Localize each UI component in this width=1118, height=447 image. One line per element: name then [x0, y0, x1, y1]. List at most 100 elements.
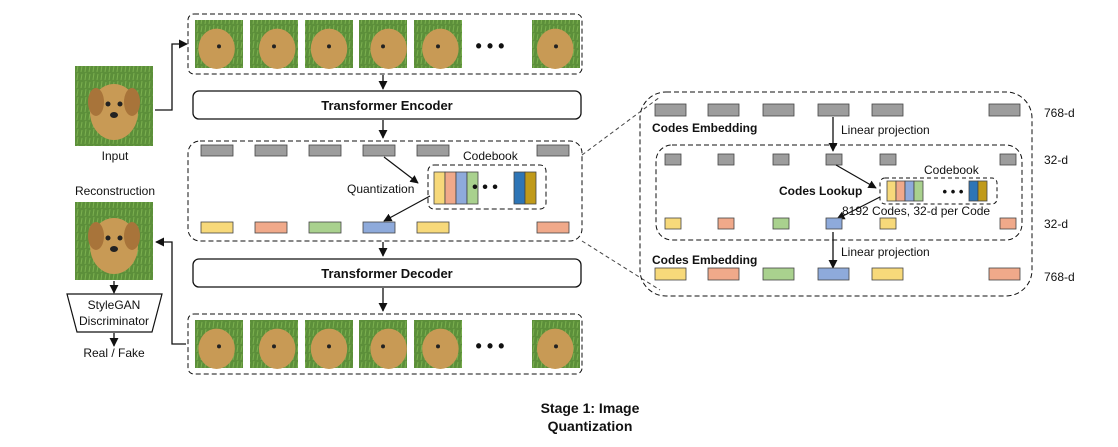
detail-outer-box — [639, 91, 1033, 297]
lookup-out-arrow — [836, 196, 881, 220]
output-embedding — [988, 267, 1021, 281]
codebook-entry — [455, 171, 468, 205]
patches-to-recon-arrow — [155, 237, 186, 345]
embedding-token — [817, 103, 850, 117]
detail-codebook-label: Codebook — [924, 163, 980, 177]
embedding-token — [762, 103, 795, 117]
image-patch — [414, 320, 462, 369]
encoded-tokens — [200, 144, 570, 157]
real-fake-label: Real / Fake — [83, 346, 145, 360]
projected-token — [879, 153, 897, 166]
discriminator-line1: StyleGAN — [88, 298, 141, 312]
image-patch — [532, 320, 580, 369]
discriminator-line2: Discriminator — [79, 314, 149, 328]
detail-projected-tokens — [664, 153, 1017, 166]
gray-token — [362, 144, 396, 157]
detail-codebook-ellipsis: • • • — [943, 184, 964, 199]
input-image — [75, 66, 153, 146]
code-token — [825, 217, 843, 230]
code-token — [362, 221, 396, 234]
transformer-decoder-label: Transformer Decoder — [321, 266, 453, 281]
codes-info-label: 8192 Codes, 32-d per Code — [842, 204, 990, 218]
codebook-entry — [466, 171, 479, 205]
input-to-patches-arrow — [155, 39, 188, 111]
codebook-entry — [913, 180, 924, 202]
code-token — [536, 221, 570, 234]
output-patches — [195, 320, 580, 369]
input-patches-ellipsis: • • • — [476, 36, 505, 56]
detail-codebook-box — [879, 177, 998, 205]
embedding-token — [654, 103, 687, 117]
code-token — [416, 221, 450, 234]
center-codebook-box — [427, 164, 547, 210]
dim-32-top: 32-d — [1044, 153, 1068, 167]
image-patch — [359, 20, 407, 69]
codebook-entry — [968, 180, 979, 202]
codebook-to-code-arrow — [383, 195, 431, 222]
gray-token — [308, 144, 342, 157]
image-patch — [414, 20, 462, 69]
discriminator-box — [66, 293, 163, 333]
image-patch — [250, 320, 298, 369]
token-to-codebook-arrow — [383, 156, 419, 184]
transformer-encoder-label: Transformer Encoder — [321, 98, 453, 113]
output-embedding — [871, 267, 904, 281]
center-codebook-entries — [433, 171, 479, 205]
code-token — [254, 221, 288, 234]
detail-embedding-tokens — [654, 103, 1021, 117]
projected-token — [825, 153, 843, 166]
codebook-entry — [895, 180, 906, 202]
image-patch — [305, 320, 353, 369]
dim-768-bottom: 768-d — [1044, 270, 1075, 284]
code-token — [772, 217, 790, 230]
codebook-entry — [524, 171, 537, 205]
image-patch — [359, 320, 407, 369]
projected-token — [664, 153, 682, 166]
projected-token — [772, 153, 790, 166]
quantized-tokens — [200, 221, 570, 234]
codes-embedding-top-label: Codes Embedding — [652, 121, 757, 135]
code-token — [664, 217, 682, 230]
codebook-entry — [433, 171, 446, 205]
detail-codebook-tail — [968, 180, 988, 202]
code-token — [879, 217, 897, 230]
dim-768-top: 768-d — [1044, 106, 1075, 120]
gray-token — [200, 144, 234, 157]
gray-token — [254, 144, 288, 157]
reconstruction-label: Reconstruction — [75, 184, 155, 198]
detail-output-embeddings — [654, 267, 1021, 281]
codebook-entry — [513, 171, 526, 205]
projected-token — [999, 153, 1017, 166]
dim-32-bottom: 32-d — [1044, 217, 1068, 231]
output-embedding — [817, 267, 850, 281]
quantization-label: Quantization — [347, 182, 414, 196]
codebook-entry — [904, 180, 915, 202]
codebook-entry — [444, 171, 457, 205]
projected-token — [717, 153, 735, 166]
code-token — [200, 221, 234, 234]
image-patch — [195, 20, 243, 69]
codebook-entry — [886, 180, 897, 202]
center-codebook-tail — [513, 171, 537, 205]
output-embedding — [654, 267, 687, 281]
quantization-box — [187, 140, 583, 242]
caption-line1: Stage 1: Image — [541, 400, 640, 416]
code-token — [999, 217, 1017, 230]
output-embedding — [707, 267, 740, 281]
linear-projection-bottom-label: Linear projection — [841, 245, 930, 259]
linear-projection-top-label: Linear projection — [841, 123, 930, 137]
reconstruction-image — [75, 202, 153, 280]
gray-token — [536, 144, 570, 157]
input-patches — [195, 20, 580, 69]
detail-codebook-entries — [886, 180, 924, 202]
codebook-entry — [977, 180, 988, 202]
output-patches-ellipsis: • • • — [476, 336, 505, 356]
codes-embedding-bottom-label: Codes Embedding — [652, 253, 757, 267]
center-codebook-ellipsis: • • • — [472, 179, 498, 196]
transformer-encoder-box — [192, 90, 582, 120]
zoom-line-top — [581, 96, 661, 156]
gray-token — [416, 144, 450, 157]
embedding-token — [871, 103, 904, 117]
